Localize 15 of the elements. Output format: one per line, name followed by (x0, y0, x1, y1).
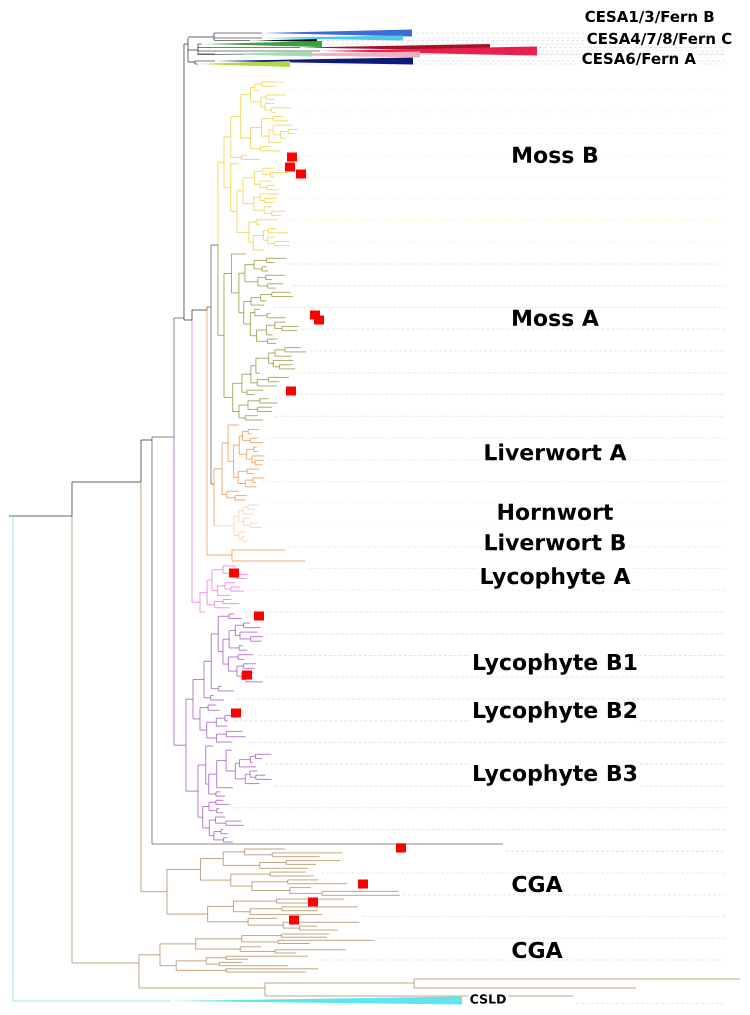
clade-label: Liverwort B (482, 532, 628, 552)
clade-label: Moss B (509, 145, 601, 165)
clade-label: Liverwort A (481, 442, 629, 462)
clade-label: CESA6/Fern A (580, 51, 698, 67)
clade-label: CGA (509, 874, 565, 894)
clade-label: CESA1/3/Fern B (583, 9, 717, 25)
clade-label: CESA4/7/8/Fern C (585, 31, 734, 47)
clade-label: Lycophyte B2 (470, 699, 640, 725)
clade-label: CGA (509, 940, 565, 960)
clade-label: Moss A (509, 308, 601, 328)
clade-label: Lycophyte A (478, 565, 632, 591)
clade-label: Lycophyte B1 (470, 651, 640, 677)
clade-label: CSLD (468, 992, 508, 1006)
clade-label: Hornwort (495, 502, 615, 522)
clade-label: Lycophyte B3 (470, 762, 640, 788)
